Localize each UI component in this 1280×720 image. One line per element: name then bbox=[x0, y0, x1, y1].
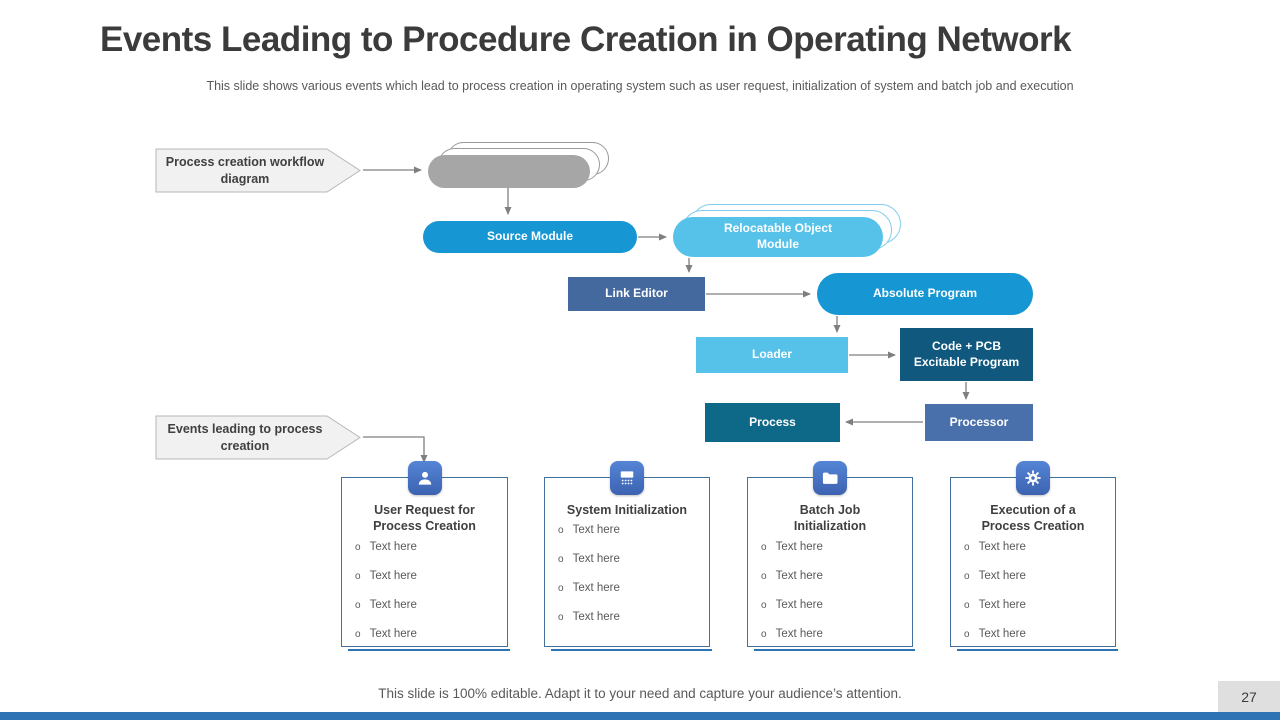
flow-node-loader: Loader bbox=[696, 337, 848, 373]
flow-node-label: Link Editor bbox=[605, 286, 668, 301]
chevron-workflow: Process creation workflow diagram bbox=[155, 148, 362, 193]
flow-node-label: Source Module bbox=[486, 229, 573, 244]
bullet-marker: o bbox=[964, 599, 970, 611]
bullet-marker: o bbox=[355, 541, 361, 553]
chevron-events-label: Events leading to process creation bbox=[167, 422, 323, 453]
flow-node-label: Code + PCB Excitable Program bbox=[913, 338, 1020, 369]
bullet-item: o Text here bbox=[761, 628, 904, 640]
flow-node-relocatable-object-module: Relocatable Object Module bbox=[673, 217, 883, 257]
page-number: 27 bbox=[1218, 681, 1280, 712]
workflow-start-shape bbox=[428, 155, 590, 188]
bullet-item: o Text here bbox=[964, 570, 1107, 582]
bullet-marker: o bbox=[964, 570, 970, 582]
chevron-workflow-label: Process creation workflow diagram bbox=[165, 155, 325, 186]
bullet-item: o Text here bbox=[355, 599, 499, 611]
chevron-events: Events leading to process creation bbox=[155, 415, 362, 460]
bullet-marker: o bbox=[558, 583, 564, 595]
bullet-text: Text here bbox=[572, 524, 620, 537]
bullet-marker: o bbox=[558, 525, 564, 537]
flow-node-absolute-program: Absolute Program bbox=[817, 273, 1033, 315]
folder-icon bbox=[813, 461, 847, 495]
bullet-marker: o bbox=[761, 570, 767, 582]
flow-node-label: Absolute Program bbox=[872, 286, 977, 301]
flow-node-label: Process bbox=[749, 414, 796, 429]
bullet-item: o Text here bbox=[964, 541, 1107, 553]
bullet-text: Text here bbox=[775, 540, 823, 553]
bullet-item: o Text here bbox=[761, 599, 904, 611]
flow-node-label: Loader bbox=[751, 347, 792, 362]
bullet-item: o Text here bbox=[558, 582, 701, 594]
bullet-marker: o bbox=[964, 541, 970, 553]
bullet-item: o Text here bbox=[964, 599, 1107, 611]
chevron-shape bbox=[155, 415, 361, 460]
bullet-marker: o bbox=[964, 628, 970, 640]
card-title: User Request for Process Creation bbox=[373, 503, 476, 534]
bullet-text: Text here bbox=[572, 611, 620, 624]
bullet-marker: o bbox=[761, 628, 767, 640]
bullet-text: Text here bbox=[775, 569, 823, 582]
bullet-marker: o bbox=[355, 599, 361, 611]
bullet-item: o Text here bbox=[761, 541, 904, 553]
bullet-text: Text here bbox=[369, 598, 417, 611]
bullet-item: o Text here bbox=[558, 553, 701, 565]
flow-node-process: Process bbox=[705, 403, 840, 442]
computer-icon bbox=[610, 461, 644, 495]
card-title: System Initialization bbox=[566, 503, 688, 517]
flow-node-label: Relocatable Object Module bbox=[723, 221, 833, 251]
bullet-text: Text here bbox=[369, 569, 417, 582]
bullet-text: Text here bbox=[572, 553, 620, 566]
page-subtitle: This slide shows various events which le… bbox=[206, 79, 1074, 93]
bullet-item: o Text here bbox=[761, 570, 904, 582]
bullet-text: Text here bbox=[978, 569, 1026, 582]
flow-node-label: Processor bbox=[949, 414, 1009, 429]
flow-node-code-pcb: Code + PCB Excitable Program bbox=[900, 328, 1033, 381]
bullet-item: o Text here bbox=[964, 628, 1107, 640]
card-title: Execution of a Process Creation bbox=[981, 503, 1085, 534]
bullet-marker: o bbox=[558, 612, 564, 624]
user-icon bbox=[407, 461, 442, 495]
bullet-marker: o bbox=[761, 541, 767, 553]
bullet-text: Text here bbox=[775, 598, 823, 611]
bullet-marker: o bbox=[355, 628, 361, 640]
bullet-text: Text here bbox=[978, 598, 1026, 611]
footer-note: This slide is 100% editable. Adapt it to… bbox=[378, 686, 902, 701]
bullet-item: o Text here bbox=[355, 541, 499, 553]
bullet-text: Text here bbox=[775, 627, 823, 640]
flow-node-link-editor: Link Editor bbox=[568, 277, 705, 311]
flow-node-source-module: Source Module bbox=[423, 221, 637, 253]
card-title: Batch Job Initialization bbox=[793, 503, 867, 534]
flow-node-processor: Processor bbox=[925, 404, 1033, 441]
chevron-shape bbox=[155, 148, 361, 193]
bottom-accent-bar bbox=[0, 712, 1280, 720]
bullet-text: Text here bbox=[572, 582, 620, 595]
bullet-text: Text here bbox=[369, 627, 417, 640]
bullet-item: o Text here bbox=[355, 570, 499, 582]
bullet-text: Text here bbox=[978, 627, 1026, 640]
page-title: Events Leading to Procedure Creation in … bbox=[100, 20, 1072, 59]
gear-icon bbox=[1016, 461, 1050, 495]
bullet-item: o Text here bbox=[558, 611, 701, 623]
bullet-item: o Text here bbox=[355, 628, 499, 640]
bullet-marker: o bbox=[761, 599, 767, 611]
bullet-marker: o bbox=[355, 570, 361, 582]
bullet-text: Text here bbox=[369, 540, 417, 553]
bullet-item: o Text here bbox=[558, 524, 701, 536]
bullet-text: Text here bbox=[978, 540, 1026, 553]
bullet-marker: o bbox=[558, 554, 564, 566]
